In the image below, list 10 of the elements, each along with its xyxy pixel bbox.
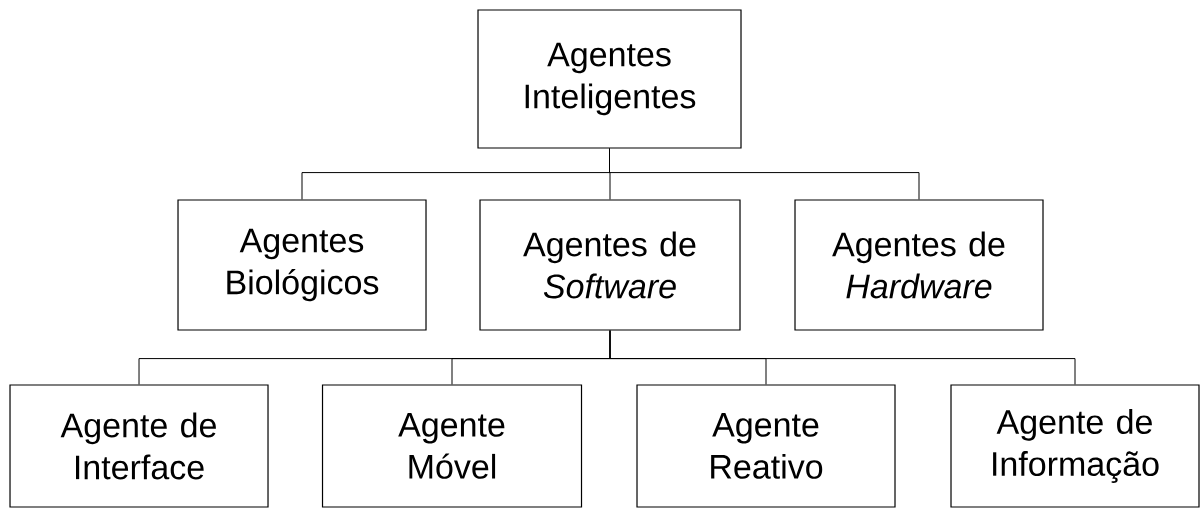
category-box: Agentes Inteligentes xyxy=(477,9,742,149)
tree-connector xyxy=(609,330,1076,385)
category-box: Agentes de Hardware xyxy=(794,199,1044,331)
tree-connector xyxy=(609,148,920,200)
category-box: Agente de Informação xyxy=(950,384,1200,508)
category-box: Agente Móvel xyxy=(321,384,583,508)
category-box: Agente Reativo xyxy=(636,384,896,508)
category-box: Agentes Biológicos xyxy=(177,199,427,331)
category-box: Agentes de Software xyxy=(479,199,741,331)
category-box: Agente de Interface xyxy=(9,384,269,508)
